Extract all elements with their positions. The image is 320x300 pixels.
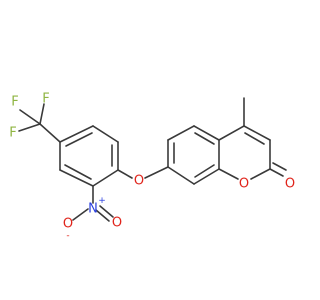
bond [167,125,195,141]
bond [18,123,41,132]
bond [64,164,92,180]
bond [194,132,215,145]
bond [72,208,89,221]
bond [269,168,284,177]
ether-oxygen-atom-label: O [134,174,144,189]
positive-charge-label: + [98,196,106,206]
oxygen-atom-label: O [112,216,122,231]
bond [218,168,239,180]
bond [92,169,119,187]
bonds-coumarin-benzo [167,125,220,185]
bonds-trifluoromethyl [18,103,61,143]
bond [144,166,169,179]
nitrogen-atom-label: N [88,202,98,217]
bond [65,132,93,147]
atom-labels: F F F N + O - O O O O [9,92,295,242]
ring-oxygen-atom-label: O [239,177,249,192]
bonds-ether [117,166,169,179]
bond [250,168,271,180]
bond [39,123,61,143]
bond [193,125,220,141]
bond [244,132,265,145]
bonds-nitro [72,185,114,222]
fluorine-atom-label: F [42,92,49,107]
bond [59,125,94,143]
bond [95,209,110,222]
bond [218,125,245,141]
bond [117,169,133,179]
fluorine-atom-label: F [9,126,16,141]
bond [167,166,195,185]
negative-charge-label: - [66,231,69,241]
fluorine-atom-label: F [11,95,18,110]
bond [272,162,287,171]
bond [19,109,41,125]
bond [194,164,215,178]
bond [39,103,45,125]
bond [243,125,271,141]
bonds-pyranone [218,97,287,180]
molecule-structure-drawing: F F F N + O - O O O O [9,92,295,242]
bond [59,169,94,187]
bond [92,125,119,143]
carbonyl-oxygen-atom-label: O [285,177,295,192]
oxygen-atom-label: O [63,217,73,232]
bond [193,168,220,185]
bonds-aryl-ring [59,125,119,187]
bond [99,205,114,218]
